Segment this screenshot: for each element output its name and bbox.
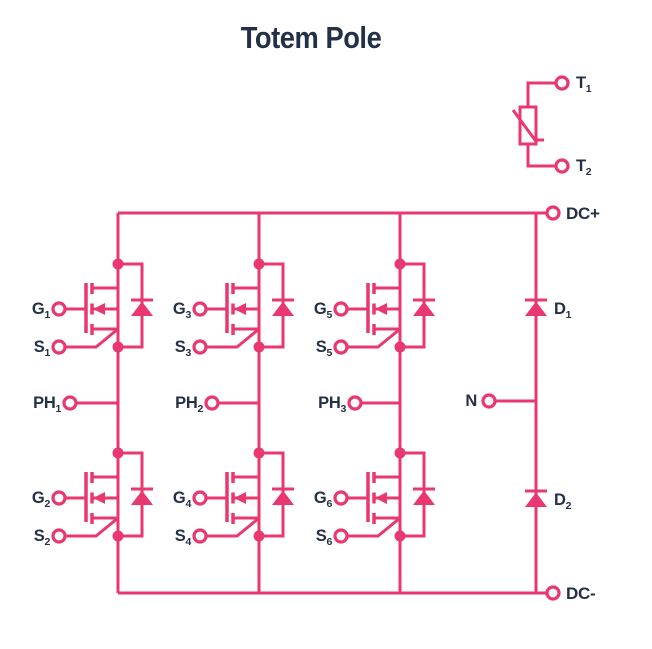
mosfet-r1c2-body-diode-triangle (272, 301, 294, 316)
junction-dot (112, 341, 124, 353)
mosfet-r2c2-label-source: S4 (175, 527, 192, 548)
mosfet-r2c1-label-gate: G2 (32, 489, 51, 510)
terminal-ph2 (204, 395, 220, 411)
mosfet-r2c1-terminal-gate (51, 490, 67, 506)
mosfet-r1c1-arrow (93, 303, 105, 315)
label-d2: D2 (554, 491, 572, 512)
mosfet-r2c2-label-gate: G4 (173, 489, 192, 510)
junction-dot (112, 447, 124, 459)
mosfet-r2c3-terminal-source (333, 528, 349, 544)
mosfet-r2c2-terminal-source (192, 528, 208, 544)
label-ph3: PH3 (318, 394, 346, 415)
mosfet-r2c3-terminal-gate (333, 490, 349, 506)
mosfet-r2c2-arrow (234, 492, 246, 504)
junction-dot (112, 258, 124, 270)
mosfet-r2c1-terminal-source (51, 528, 67, 544)
mosfet-r1c3-arrow (375, 303, 387, 315)
junction-dot (394, 341, 406, 353)
terminal-t1 (554, 75, 570, 91)
junction-dot (253, 258, 265, 270)
mosfet-r1c3-body-diode-branch (400, 262, 426, 349)
terminal-dc-plus (545, 205, 561, 221)
mosfet-r1c1-label-source: S1 (34, 338, 51, 359)
mosfet-r1c1-body-diode-branch (118, 262, 144, 349)
page-title: Totem Pole (240, 20, 382, 55)
terminal-ph3 (347, 395, 363, 411)
mosfet-r1c2-label-source: S3 (175, 338, 192, 359)
junction-dot (253, 447, 265, 459)
mosfet-r1c2-body-diode-branch (259, 262, 285, 349)
mosfet-r1c1-terminal-source (51, 339, 67, 355)
mosfet-r2c3-label-gate: G6 (314, 489, 333, 510)
mosfet-r1c3-source-wire (347, 327, 401, 349)
junction-dot (394, 447, 406, 459)
terminal-n (481, 393, 497, 409)
mosfet-r1c3-terminal-gate (333, 301, 349, 317)
label-t2: T2 (576, 157, 592, 178)
mosfet-r2c3-source-wire (347, 516, 401, 538)
d2-triangle (525, 492, 547, 507)
label-dc-minus: DC- (566, 584, 595, 603)
mosfet-r2c1-body-diode-branch (118, 451, 144, 538)
mosfet-r2c1-source-wire (65, 516, 119, 538)
mosfet-r2c2-body-diode-branch (259, 451, 285, 538)
label-d1: D1 (554, 300, 572, 321)
mosfet-r2c3-body-diode-triangle (413, 490, 435, 505)
mosfet-r2c2-body-diode-triangle (272, 490, 294, 505)
mosfet-r2c1-label-source: S2 (34, 527, 51, 548)
thermistor-lead-bottom (526, 144, 556, 168)
junction-dot (394, 530, 406, 542)
mosfet-r1c1-terminal-gate (51, 301, 67, 317)
mosfet-r1c1-source-wire (65, 327, 119, 349)
junction-dot (253, 341, 265, 353)
mosfet-r2c3-label-source: S6 (316, 527, 333, 548)
mosfet-r2c3-arrow (375, 492, 387, 504)
mosfet-r1c3-label-gate: G5 (314, 300, 333, 321)
terminal-t2 (554, 158, 570, 174)
junction-dot (112, 530, 124, 542)
mosfet-r2c3-body-diode-branch (400, 451, 426, 538)
mosfet-r1c2-terminal-gate (192, 301, 208, 317)
mosfet-r1c3-terminal-source (333, 339, 349, 355)
mosfet-r1c2-arrow (234, 303, 246, 315)
terminal-dc-minus (545, 585, 561, 601)
mosfet-r1c3-label-source: S5 (316, 338, 333, 359)
junction-dot (394, 258, 406, 270)
thermistor-diagonal (511, 109, 544, 142)
mosfet-r2c1-arrow (93, 492, 105, 504)
mosfet-r2c2-terminal-gate (192, 490, 208, 506)
mosfet-r1c1-label-gate: G1 (32, 300, 51, 321)
mosfet-r2c1-body-diode-triangle (131, 490, 153, 505)
mosfet-r1c1-body-diode-triangle (131, 301, 153, 316)
d1-triangle (525, 301, 547, 316)
label-t1: T1 (576, 74, 592, 95)
junction-dot (253, 530, 265, 542)
mosfet-r1c2-source-wire (206, 327, 260, 349)
mosfet-r1c3-body-diode-triangle (413, 301, 435, 316)
mosfet-r1c2-terminal-source (192, 339, 208, 355)
label-n: N (465, 392, 477, 410)
label-ph1: PH1 (33, 394, 61, 415)
mosfet-r1c2-label-gate: G3 (173, 300, 192, 321)
thermistor-lead-top (526, 81, 556, 107)
terminal-ph1 (62, 395, 78, 411)
mosfet-r2c2-source-wire (206, 516, 260, 538)
label-dc-plus: DC+ (566, 204, 600, 223)
label-ph2: PH2 (175, 394, 203, 415)
